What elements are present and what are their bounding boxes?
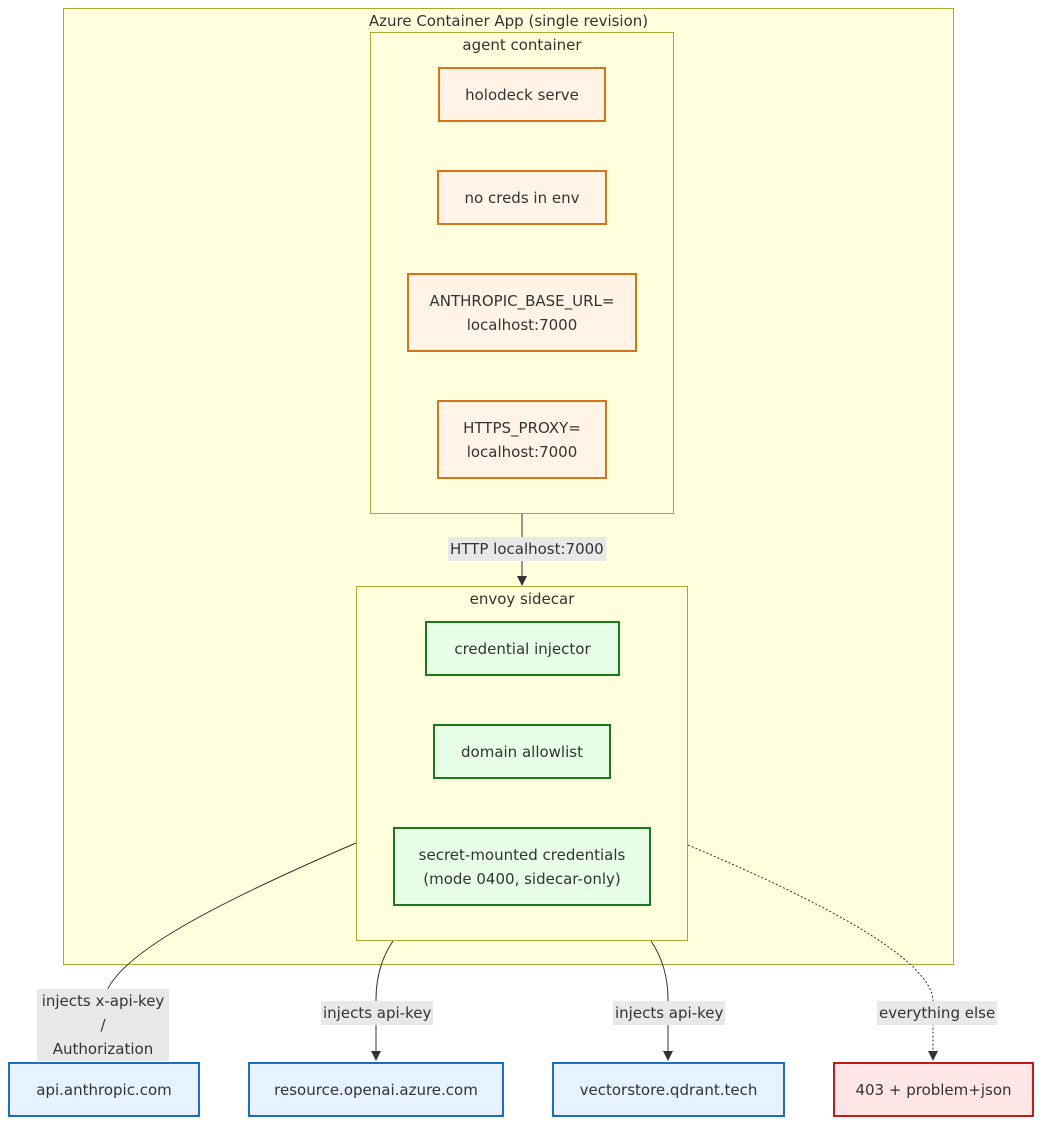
edge-envoy-to-qdrant — [650, 940, 673, 1061]
edge-label-http-localhost: HTTP localhost:7000 — [448, 537, 606, 561]
edge-label-everything-else: everything else — [877, 1001, 998, 1025]
domain-allowlist-node: domain allowlist — [433, 724, 611, 779]
holodeck-serve-node: holodeck serve — [438, 67, 606, 122]
edge-envoy-to-forbidden — [687, 844, 938, 1061]
vectorstore-node: vectorstore.qdrant.tech — [552, 1062, 785, 1117]
edge-envoy-to-openai — [371, 940, 394, 1061]
openai-resource-node: resource.openai.azure.com — [248, 1062, 504, 1117]
anthropic-base-url-node: ANTHROPIC_BASE_URL= localhost:7000 — [407, 273, 637, 352]
no-creds-node: no creds in env — [437, 170, 607, 225]
secret-mounted-credentials-node: secret-mounted credentials (mode 0400, s… — [393, 827, 651, 906]
azure-container-app-title: Azure Container App (single revision) — [368, 12, 649, 30]
edge-label-injects-openai: injects api-key — [321, 1001, 434, 1025]
anthropic-api-node: api.anthropic.com — [8, 1062, 200, 1117]
forbidden-response-node: 403 + problem+json — [833, 1062, 1034, 1117]
https-proxy-node: HTTPS_PROXY= localhost:7000 — [437, 400, 607, 479]
edge-label-injects-anthropic: injects x-api-key / Authorization — [37, 989, 169, 1061]
edge-label-injects-qdrant: injects api-key — [613, 1001, 726, 1025]
envoy-sidecar-title: envoy sidecar — [469, 590, 575, 608]
agent-container-title: agent container — [462, 36, 582, 54]
credential-injector-node: credential injector — [425, 621, 620, 676]
